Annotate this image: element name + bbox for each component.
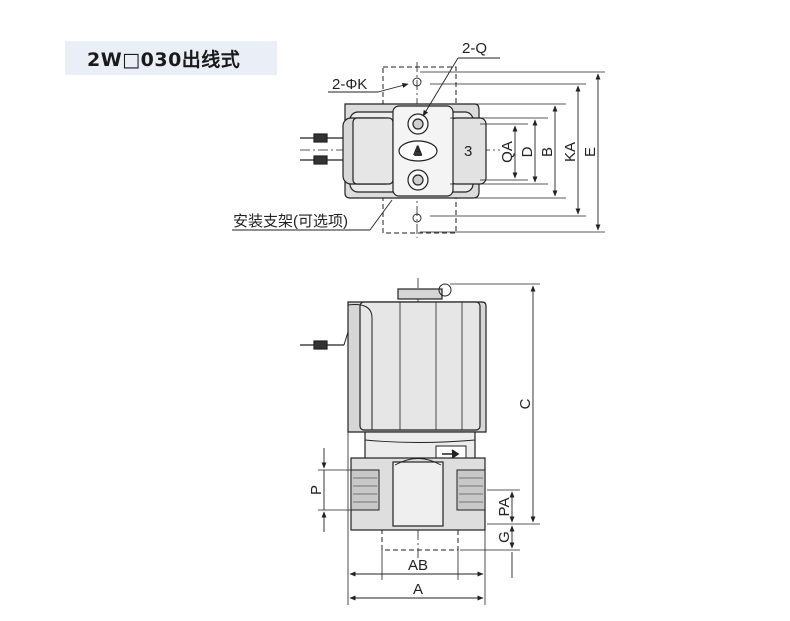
front-view-labels: C P PA G AB A bbox=[308, 398, 534, 598]
title-banner: 2W□030出线式 bbox=[65, 41, 277, 75]
label-c: C bbox=[517, 398, 534, 409]
label-a: A bbox=[413, 581, 423, 598]
leader-2q bbox=[422, 57, 459, 117]
bracket-hole-bottom bbox=[412, 213, 422, 223]
label-b: B bbox=[539, 147, 556, 157]
label-3: 3 bbox=[464, 143, 472, 160]
top-view bbox=[232, 57, 605, 238]
port-left bbox=[350, 469, 380, 511]
port-right bbox=[456, 469, 486, 511]
label-d: D bbox=[519, 146, 536, 157]
label-ka: KA bbox=[562, 142, 579, 162]
front-view bbox=[300, 278, 540, 605]
label-pa: PA bbox=[496, 498, 513, 517]
wire-terminal-top bbox=[313, 133, 328, 143]
label-port-a: A bbox=[413, 142, 423, 158]
label-qa: QA bbox=[499, 141, 516, 163]
diagram-title: 2W□030出线式 bbox=[87, 48, 241, 71]
front-wire-terminal bbox=[313, 340, 328, 350]
leader-bracket bbox=[369, 199, 393, 231]
label-2phik: 2-ΦK bbox=[332, 76, 367, 93]
top-cap bbox=[397, 288, 443, 300]
label-e: E bbox=[582, 147, 599, 157]
top-ring bbox=[438, 283, 452, 297]
leader-2phik bbox=[377, 83, 409, 93]
label-p: P bbox=[308, 485, 325, 495]
label-ab: AB bbox=[408, 557, 428, 574]
label-g: G bbox=[496, 531, 513, 543]
top-view-labels: 2-Q 2-ΦK 3 A QA D B KA E 安装支架(可选项) bbox=[233, 40, 599, 230]
wire-terminal-bottom bbox=[313, 155, 328, 165]
bracket-hole-top bbox=[412, 77, 422, 87]
label-2q: 2-Q bbox=[462, 40, 487, 57]
label-bracket: 安装支架(可选项) bbox=[233, 213, 348, 230]
